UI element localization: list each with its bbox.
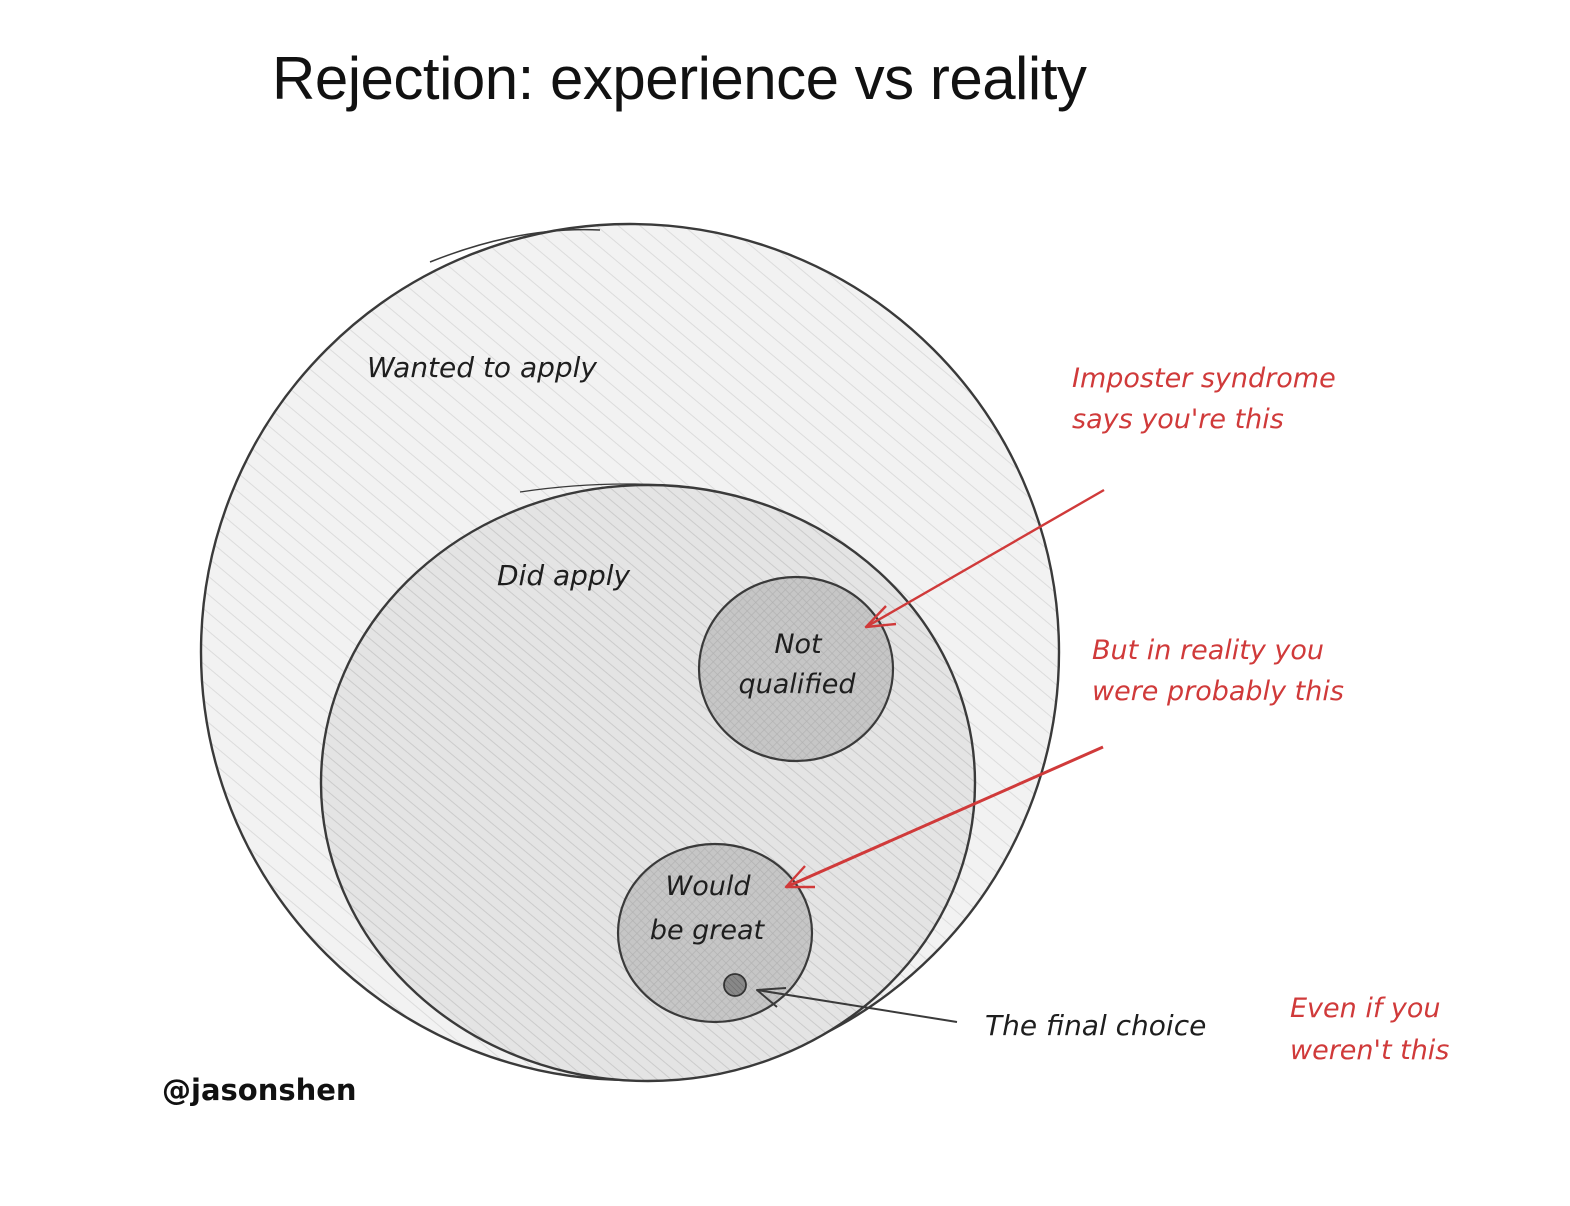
final-choice-label: The final choice (985, 1009, 1206, 1042)
not-qualified-circle (697, 575, 895, 763)
imposter-arrow (864, 488, 1105, 629)
final-choice-dot (723, 973, 747, 997)
did-apply-label: Did apply (497, 559, 630, 592)
not-qualified-label-line2: qualified (739, 669, 857, 700)
diagram-title: Rejection: experience vs reality (272, 45, 1087, 112)
would-be-great-label-line2: be great (650, 915, 766, 946)
wanted-to-apply-label: Wanted to apply (367, 351, 597, 384)
reality-annotation-line2: were probably this (1092, 676, 1344, 707)
would-be-great-circle (616, 842, 814, 1024)
final-choice-arrow (756, 987, 958, 1023)
imposter-annotation-line2: says you're this (1072, 404, 1284, 435)
would-be-great-label-line1: Would (666, 871, 752, 902)
reality-annotation-line1: But in reality you (1092, 635, 1324, 666)
reality-arrow (784, 745, 1104, 889)
imposter-annotation-line1: Imposter syndrome (1072, 363, 1336, 394)
author-handle: @jasonshen (162, 1073, 357, 1107)
even-if-annotation-line1: Even if you (1290, 993, 1441, 1024)
not-qualified-label-line1: Not (774, 629, 823, 660)
even-if-annotation-line2: weren't this (1290, 1035, 1449, 1066)
